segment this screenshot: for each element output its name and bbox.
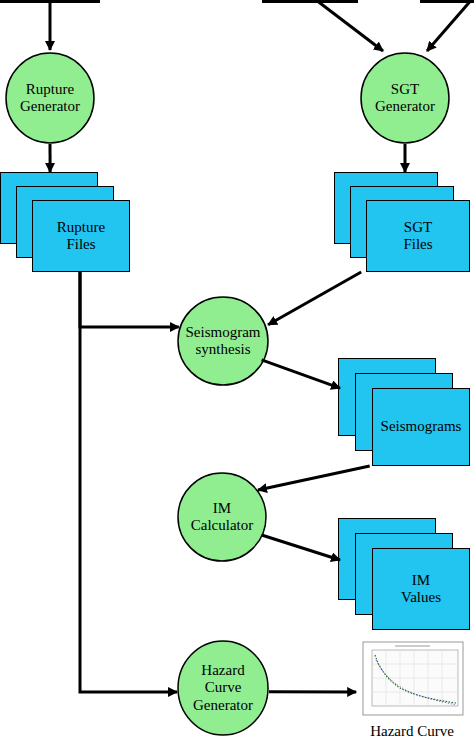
input-wire	[420, 0, 474, 3]
file-sheet	[367, 201, 470, 272]
input-arrow	[427, 2, 470, 52]
file-sheet	[373, 549, 470, 630]
flow-arrow	[49, 144, 52, 172]
text-holder: IM Values	[396, 548, 446, 630]
flow-arrow	[258, 466, 370, 490]
text-holder: Hazard Curve	[350, 723, 474, 740]
text-holder: IM Calculator	[187, 472, 257, 562]
node-label: Hazard Curve Generator	[190, 662, 256, 714]
circle-outline	[178, 297, 268, 385]
circle-outline	[178, 641, 268, 735]
flow-arrow	[80, 272, 179, 327]
input-arrow	[318, 2, 383, 52]
plot-title-mark	[395, 645, 430, 647]
node-label: SGT Files	[393, 219, 443, 254]
plot-frame	[363, 642, 463, 715]
flow-arrow	[262, 360, 340, 388]
text-holder: Hazard Curve Generator	[190, 640, 256, 736]
node-label: Rupture Files	[46, 219, 116, 254]
text-holder: SGT Generator	[370, 52, 440, 144]
file-stack: Rupture Files	[0, 172, 130, 272]
stack-shape	[338, 358, 470, 466]
node-label: Rupture Generator	[15, 81, 85, 116]
file-sheet	[373, 389, 470, 466]
plot-node: Hazard Curve	[350, 640, 474, 740]
text-holder: Rupture Files	[46, 200, 116, 272]
text-holder: Rupture Generator	[15, 52, 85, 144]
node-label: IM Calculator	[187, 500, 257, 535]
text-holder: SGT Files	[393, 200, 443, 272]
flow-arrow	[268, 272, 361, 325]
flow-arrow	[404, 144, 407, 172]
node-label: Seismogram synthesis	[182, 324, 264, 359]
input-wire	[262, 0, 358, 3]
process-circle: Hazard Curve Generator	[177, 640, 269, 736]
text-holder: Seismograms	[373, 388, 469, 466]
text-holder: Seismogram synthesis	[182, 296, 264, 386]
plot-area	[372, 650, 458, 706]
flow-arrow	[80, 272, 177, 692]
plot-grid	[372, 650, 458, 706]
plot-caption: Hazard Curve	[370, 723, 454, 740]
node-label: Seismograms	[381, 418, 462, 435]
circle-outline	[6, 53, 94, 143]
hazard-curve-line	[375, 655, 456, 703]
node-label: IM Values	[396, 572, 446, 607]
file-stack: IM Values	[338, 518, 470, 630]
input-arrow	[49, 2, 52, 51]
file-stack: Seismograms	[338, 358, 470, 466]
hazard-curve-plot	[363, 642, 463, 715]
circle-outline	[361, 53, 449, 143]
process-circle: SGT Generator	[360, 52, 450, 144]
file-sheet	[33, 201, 130, 272]
stack-shape	[334, 172, 470, 272]
process-circle: Seismogram synthesis	[177, 296, 269, 386]
stack-shape	[338, 518, 470, 630]
flow-arrow	[262, 535, 340, 560]
process-circle: Rupture Generator	[5, 52, 95, 144]
file-stack: SGT Files	[334, 172, 470, 272]
circle-outline	[178, 473, 266, 561]
node-label: SGT Generator	[370, 81, 440, 116]
process-circle: IM Calculator	[177, 472, 267, 562]
hazard-curve-line	[376, 660, 456, 705]
flow-arrow	[269, 690, 356, 693]
